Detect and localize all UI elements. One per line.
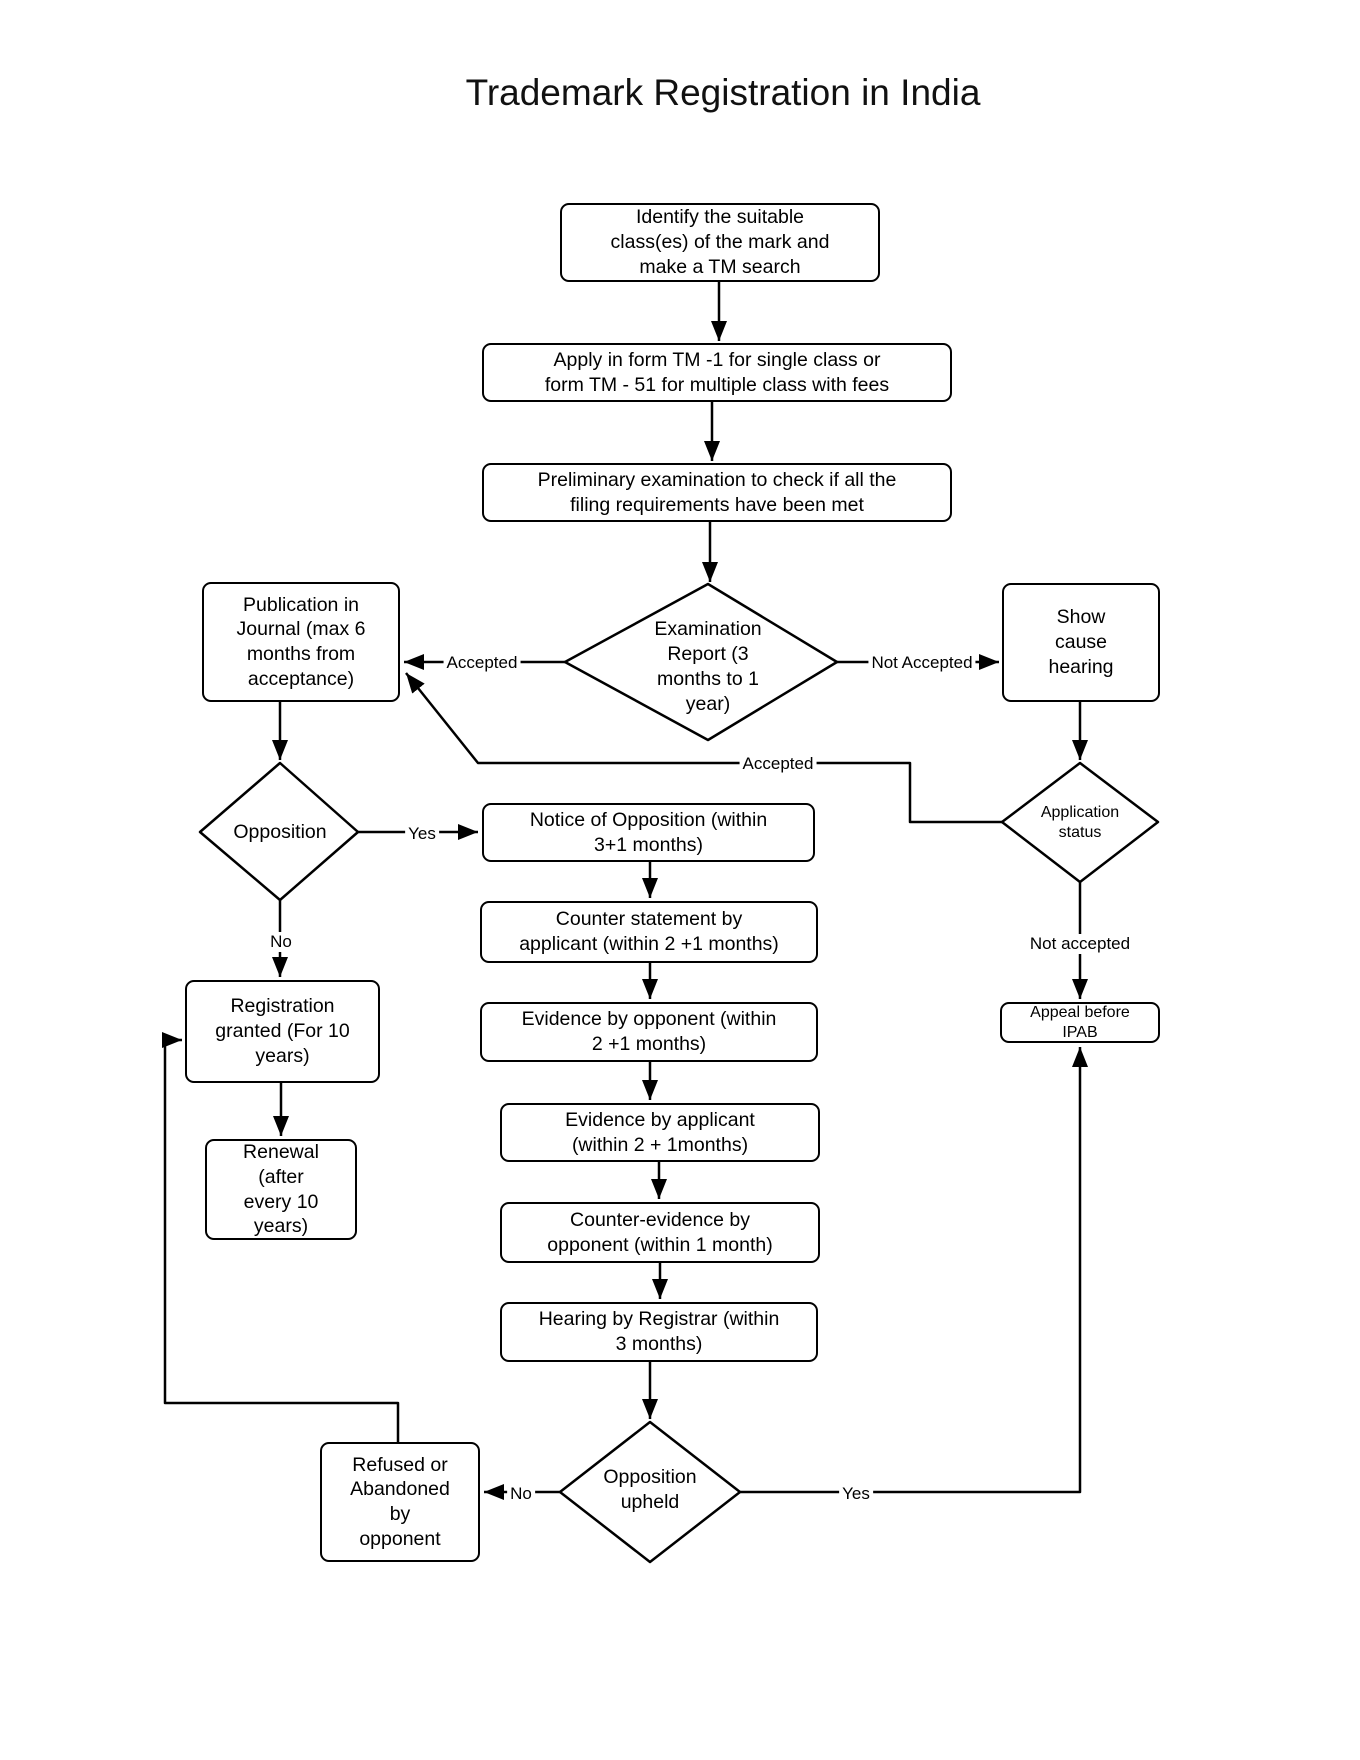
node-preliminary-examination: Preliminary examination to check if all …: [482, 463, 952, 522]
edge-label-status-accepted: Accepted: [739, 754, 817, 774]
edge-label-opposition-no: No: [267, 932, 295, 952]
node-apply-form: Apply in form TM -1 for single class or …: [482, 343, 952, 402]
edge-status-accepted-to-publication: [405, 672, 1002, 824]
node-counter-evidence: Counter-evidence by opponent (within 1 m…: [500, 1202, 820, 1263]
node-notice-of-opposition: Notice of Opposition (within 3+1 months): [482, 803, 815, 862]
edge-label-exam-not-accepted: Not Accepted: [868, 653, 976, 673]
edge-label-upheld-yes: Yes: [839, 1484, 873, 1504]
diagram-title: Trademark Registration in India: [465, 72, 981, 113]
decision-application-status-shape: [1000, 761, 1160, 884]
node-registration-granted: Registration granted (For 10 years): [185, 980, 380, 1083]
node-show-cause-hearing: Show cause hearing: [1002, 583, 1160, 702]
node-refused-abandoned: Refused or Abandoned by opponent: [320, 1442, 480, 1562]
node-renewal: Renewal (after every 10 years): [205, 1139, 357, 1240]
node-counter-statement: Counter statement by applicant (within 2…: [480, 901, 818, 963]
node-publication-journal: Publication in Journal (max 6 months fro…: [202, 582, 400, 702]
node-evidence-by-applicant: Evidence by applicant (within 2 + 1month…: [500, 1103, 820, 1162]
edge-label-exam-accepted: Accepted: [443, 653, 521, 673]
node-identify-class: Identify the suitable class(es) of the m…: [560, 203, 880, 282]
edge-label-upheld-no: No: [507, 1484, 535, 1504]
node-appeal-before-ipab: Appeal before IPAB: [1000, 1002, 1160, 1043]
node-hearing-by-registrar: Hearing by Registrar (within 3 months): [500, 1302, 818, 1362]
edge-label-status-not-accepted: Not accepted: [1026, 934, 1134, 954]
node-evidence-by-opponent: Evidence by opponent (within 2 +1 months…: [480, 1002, 818, 1062]
decision-examination-report-shape: [563, 582, 839, 742]
edge-refused-loop-to-registration: [162, 1032, 400, 1442]
edge-label-opposition-yes: Yes: [405, 824, 439, 844]
decision-opposition-upheld-shape: [558, 1420, 742, 1564]
decision-opposition-shape: [198, 761, 360, 902]
